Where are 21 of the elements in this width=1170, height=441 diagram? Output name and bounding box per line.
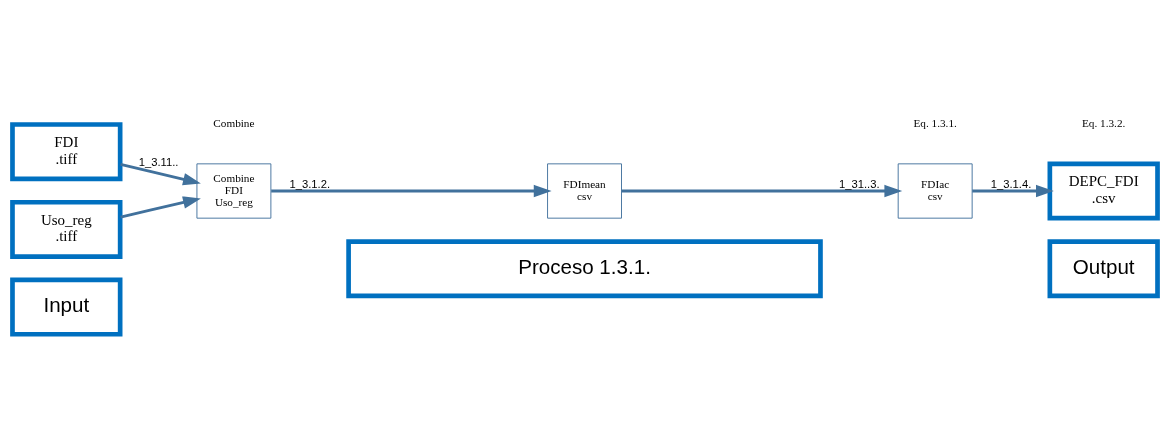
node-box: Output (1047, 239, 1160, 299)
node-box: DEPC_FDI .csv (1047, 161, 1160, 221)
node-box: Proceso 1.3.1. (346, 239, 823, 299)
node-box: FDIac csv (897, 163, 973, 219)
label: Eq. 1.3.1. (913, 116, 957, 129)
node-box: Combine FDI Uso_reg (196, 163, 272, 219)
edge-label: 1_31..3. (839, 177, 880, 190)
arrow (120, 196, 201, 219)
arrow (972, 184, 1054, 198)
arrow (621, 184, 903, 198)
node-box: FDI .tiff (10, 122, 123, 182)
arrow (271, 184, 552, 198)
label: Combine (213, 116, 255, 129)
node-box: FDImean csv (547, 163, 622, 219)
node-box: Uso_reg .tiff (10, 199, 123, 259)
node-box: Input (10, 277, 123, 337)
edge-label: 1_3.1.4. (990, 177, 1032, 190)
edge-label: 1_3.1.2. (289, 177, 331, 190)
arrow (120, 162, 201, 186)
label: Eq. 1.3.2. (1082, 116, 1126, 129)
edge-label: 1_3.11.. (138, 156, 179, 169)
